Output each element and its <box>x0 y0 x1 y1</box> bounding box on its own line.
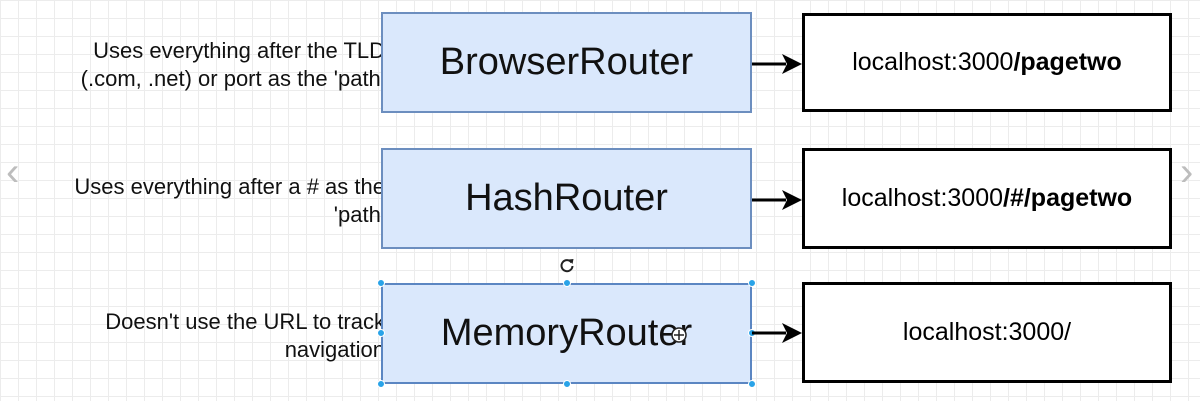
memory-router-box[interactable]: MemoryRouter <box>381 283 752 384</box>
description-line: (.com, .net) or port as the 'path' <box>80 66 385 91</box>
url-path: /#/pagetwo <box>1003 184 1133 212</box>
browser-router-url-box[interactable]: localhost:3000/pagetwo <box>802 13 1172 112</box>
url-prefix: localhost:3000 <box>852 48 1014 76</box>
description-line: Doesn't use the URL to track <box>105 309 385 334</box>
url-path: /pagetwo <box>1013 48 1122 76</box>
resize-handle[interactable] <box>377 279 385 287</box>
chevron-left-icon[interactable]: ‹ <box>6 150 20 194</box>
resize-handle[interactable] <box>377 380 385 388</box>
resize-handle[interactable] <box>748 380 756 388</box>
chevron-right-icon[interactable]: › <box>1180 150 1194 194</box>
description-line: Uses everything after the TLD <box>93 38 385 63</box>
hash-router-url-box[interactable]: localhost:3000/#/pagetwo <box>802 148 1172 249</box>
description-line: Uses everything after a # as the <box>74 174 385 199</box>
browser-router-description: Uses everything after the TLD (.com, .ne… <box>81 37 385 93</box>
resize-handle[interactable] <box>748 279 756 287</box>
arrow-right-icon <box>752 323 802 343</box>
router-label: MemoryRouter <box>440 312 693 354</box>
memory-router-description: Doesn't use the URL to track navigation <box>105 308 385 364</box>
url-prefix: localhost:3000/ <box>902 318 1072 346</box>
router-label: HashRouter <box>465 177 668 219</box>
memory-router-url-box[interactable]: localhost:3000/ <box>802 282 1172 383</box>
url-prefix: localhost:3000 <box>841 184 1004 212</box>
resize-handle[interactable] <box>377 329 385 337</box>
hash-router-description: Uses everything after a # as the 'path' <box>74 173 385 229</box>
arrow-right-icon <box>752 54 802 74</box>
description-line: 'path' <box>333 202 385 227</box>
router-label: BrowserRouter <box>439 41 694 83</box>
resize-handle[interactable] <box>563 380 571 388</box>
browser-router-box[interactable]: BrowserRouter <box>381 12 752 113</box>
move-cursor-icon <box>671 327 687 343</box>
description-line: navigation <box>284 337 385 362</box>
rotate-icon[interactable] <box>558 256 576 274</box>
resize-handle[interactable] <box>563 279 571 287</box>
hash-router-box[interactable]: HashRouter <box>381 148 752 249</box>
arrow-right-icon <box>752 190 802 210</box>
